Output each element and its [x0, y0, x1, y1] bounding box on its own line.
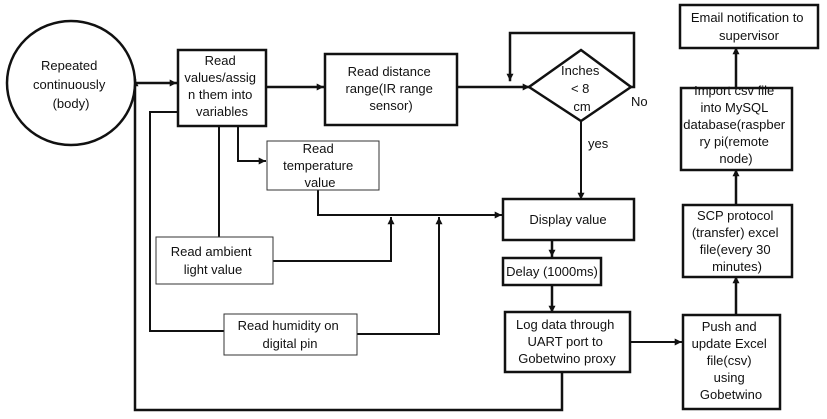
node-email-line: supervisor: [719, 28, 780, 43]
node-read-values-line: values/assig: [184, 70, 256, 85]
edge-ambient-to-display: [272, 217, 395, 262]
node-scp: SCP protocol (transfer) excel file(every…: [681, 203, 794, 279]
node-log-data: Log data through UART port to Gobetwino …: [503, 310, 632, 374]
node-read-distance-line: Read distance: [348, 64, 431, 79]
edge-log-to-start-loop: [131, 78, 564, 412]
node-log-data-line: Gobetwino proxy: [518, 351, 616, 366]
node-read-ambient: Read ambient light value: [155, 236, 274, 285]
node-start-line: (body): [53, 96, 90, 111]
node-log-data-line: UART port to: [527, 334, 602, 349]
node-push-excel-line: Gobetwino: [700, 387, 762, 402]
node-display-line: Display value: [529, 212, 606, 227]
svg-text:Inches < 8 cm: Inches < 8 cm: [561, 63, 603, 114]
node-display: Display value: [501, 197, 636, 242]
node-read-temperature: Read temperature value: [266, 140, 380, 191]
node-read-humidity-line: digital pin: [263, 336, 318, 351]
node-read-values: Read values/assig n them into variables: [176, 48, 268, 128]
node-import-csv: Import csv file into MySQL database(rasp…: [679, 83, 794, 172]
svg-text:Repeated continuously: Repeated continuously (body): [33, 58, 109, 111]
node-scp-line: (transfer) excel: [692, 225, 779, 240]
node-read-values-line: Read: [205, 53, 236, 68]
edge-humidity-to-display: [356, 217, 443, 335]
node-scp-line: minutes): [712, 259, 762, 274]
node-import-csv-line: database(raspber: [683, 117, 786, 132]
svg-text:Push and update Excel: Push and update Excel file(csv) using Go…: [692, 319, 771, 402]
svg-text:Read temperature v: Read temperature value: [283, 141, 357, 190]
edge-read-values-to-temperature: [237, 125, 266, 165]
node-scp-line: file(every 30: [700, 242, 771, 257]
node-read-temperature-line: temperature: [283, 158, 353, 173]
node-read-values-line: variables: [196, 104, 249, 119]
node-delay: Delay (1000ms): [501, 256, 603, 287]
svg-text:Read distance range(IR r: Read distance range(IR range sensor): [345, 64, 436, 113]
svg-text:Log data through UART po: Log data through UART port to Gobetwino …: [516, 317, 618, 366]
node-import-csv-line: ry pi(remote: [700, 134, 769, 149]
svg-text:Read ambient light value: Read ambient light value: [171, 244, 256, 277]
svg-text:Read humidity on digital: Read humidity on digital pin: [238, 318, 343, 351]
node-start-line: continuously: [33, 77, 106, 92]
edge-humidity-to-read-values: [149, 111, 225, 332]
node-push-excel-line: using: [714, 370, 745, 385]
node-read-ambient-line: Read ambient: [171, 244, 252, 259]
node-decision-line: cm: [573, 99, 590, 114]
node-start-line: Repeated: [41, 58, 97, 73]
node-delay-line: Delay (1000ms): [506, 264, 598, 279]
node-read-temperature-line: value: [304, 175, 335, 190]
edge-temperature-to-display: [317, 189, 502, 219]
node-read-distance-line: sensor): [369, 98, 412, 113]
edges: [131, 31, 740, 412]
node-read-distance-line: range(IR range: [345, 81, 432, 96]
node-import-csv-line: into MySQL: [700, 100, 768, 115]
node-push-excel-line: file(csv): [707, 353, 752, 368]
node-push-excel-line: Push and: [702, 319, 757, 334]
svg-text:Read values/assig: Read values/assig n them into variables: [184, 53, 259, 119]
node-read-ambient-line: light value: [184, 262, 243, 277]
node-import-csv-line: node): [719, 151, 752, 166]
svg-text:Import csv file into MyS: Import csv file into MySQL database(rasp…: [683, 83, 789, 166]
node-read-values-line: n them into: [188, 87, 252, 102]
node-decision: Inches < 8 cm: [526, 48, 634, 123]
node-scp-line: SCP protocol: [697, 208, 773, 223]
edge-label-yes: yes: [588, 136, 609, 151]
node-read-temperature-line: Read: [303, 141, 334, 156]
svg-text:SCP protocol (transfer): SCP protocol (transfer) excel file(every…: [692, 208, 782, 274]
svg-text:Display value: Display value: [529, 212, 606, 227]
node-push-excel: Push and update Excel file(csv) using Go…: [681, 313, 782, 411]
node-decision-line: Inches: [561, 63, 600, 78]
node-read-humidity: Read humidity on digital pin: [223, 313, 358, 356]
node-log-data-line: Log data through: [516, 317, 614, 332]
node-start: Repeated continuously (body): [5, 19, 137, 147]
node-push-excel-line: update Excel: [692, 336, 767, 351]
node-import-csv-line: Import csv file: [694, 83, 774, 98]
svg-text:Delay (1000ms): Delay (1000ms): [506, 264, 598, 279]
node-read-humidity-line: Read humidity on: [238, 318, 339, 333]
node-email: Email notification to supervisor: [678, 3, 820, 50]
node-email-line: Email notification to: [691, 10, 804, 25]
edge-label-no: No: [631, 94, 648, 109]
node-read-distance: Read distance range(IR range sensor): [323, 52, 459, 127]
svg-text:Email notification to su: Email notification to supervisor: [691, 10, 807, 43]
node-decision-line: < 8: [571, 81, 589, 96]
